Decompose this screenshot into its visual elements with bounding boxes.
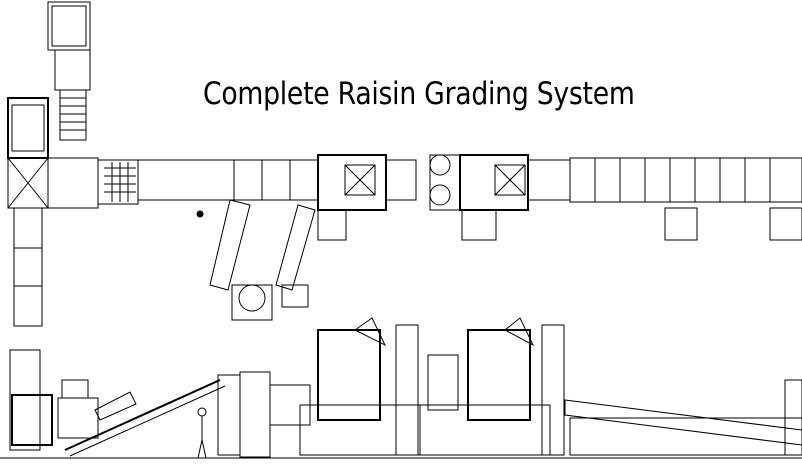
grader-2-hopper-elev: [504, 317, 535, 347]
feed-hopper: [47, 1, 91, 51]
conveyor-section: [97, 159, 139, 205]
grader-1-elev: [317, 329, 381, 421]
end-elevator-elev: [784, 379, 802, 456]
grader-1-hopper: [344, 164, 376, 196]
grader-2-hopper-line: [494, 164, 526, 196]
elevator-base: [231, 284, 273, 321]
stemmer-drum: [429, 184, 451, 206]
diagram-title: Complete Raisin Grading System: [203, 76, 635, 112]
bucket-elevator-1: [395, 324, 419, 456]
motor: [281, 284, 309, 308]
platform-2: [419, 404, 551, 456]
output-bin-2: [769, 207, 802, 241]
sorting-conveyor: [569, 157, 802, 203]
vertical-conveyor-slats: [60, 97, 86, 131]
grader-1: [317, 154, 387, 211]
stemmer-elev: [239, 371, 271, 458]
bin-1: [13, 207, 43, 249]
plan-view: [7, 1, 802, 327]
feed-chute: [54, 49, 91, 91]
receiving-bin: [7, 97, 49, 159]
grader-1-bin: [317, 209, 347, 241]
sorting-conveyor-dividers: [594, 158, 771, 202]
feeder-top-elev: [61, 379, 89, 399]
elevation-view: [0, 317, 802, 459]
conveyor-grid: [104, 162, 136, 202]
belt-conveyor-1: [137, 159, 235, 201]
incline-conveyor-2: [275, 204, 316, 291]
belt-conveyor-2: [233, 159, 319, 201]
feeder-elev: [57, 397, 99, 439]
transfer-station: [47, 157, 99, 209]
shaker-elev: [94, 391, 137, 421]
stemmer-drum: [429, 154, 451, 176]
grader-2-bin: [461, 209, 497, 241]
vertical-conveyor: [59, 89, 87, 141]
connector-2: [527, 159, 571, 201]
grader-1-hopper-line: [344, 164, 376, 196]
worker-figure: [197, 407, 207, 459]
dumper-brace: [7, 157, 49, 209]
elevator-wheel: [238, 284, 266, 312]
feed-hopper-inner: [51, 5, 87, 47]
elevator-elev: [217, 374, 241, 456]
bin-2: [13, 247, 43, 287]
connector: [385, 159, 417, 201]
receiving-bin-inner: [11, 104, 45, 152]
valve-icon: [196, 210, 204, 218]
grader-2: [459, 154, 529, 211]
output-bin-1: [664, 207, 698, 241]
grader-2-hopper: [494, 164, 526, 196]
sorting-frame-elev: [569, 417, 802, 456]
grader-1-hopper-elev: [354, 317, 387, 347]
incline-conveyor-elev-lower: [69, 385, 226, 457]
bin-3: [13, 285, 43, 327]
grader-2-elev: [467, 329, 531, 421]
bin-elev: [11, 394, 53, 446]
sorting-conveyor-elev: [564, 399, 802, 446]
incline-conveyor-1: [209, 199, 251, 291]
bin-dumper-elev: [9, 349, 41, 451]
destemmer-elev: [427, 354, 459, 411]
stemmer: [429, 154, 461, 211]
bucket-elevator-2: [541, 324, 565, 456]
incline-conveyor-elev: [64, 379, 221, 451]
